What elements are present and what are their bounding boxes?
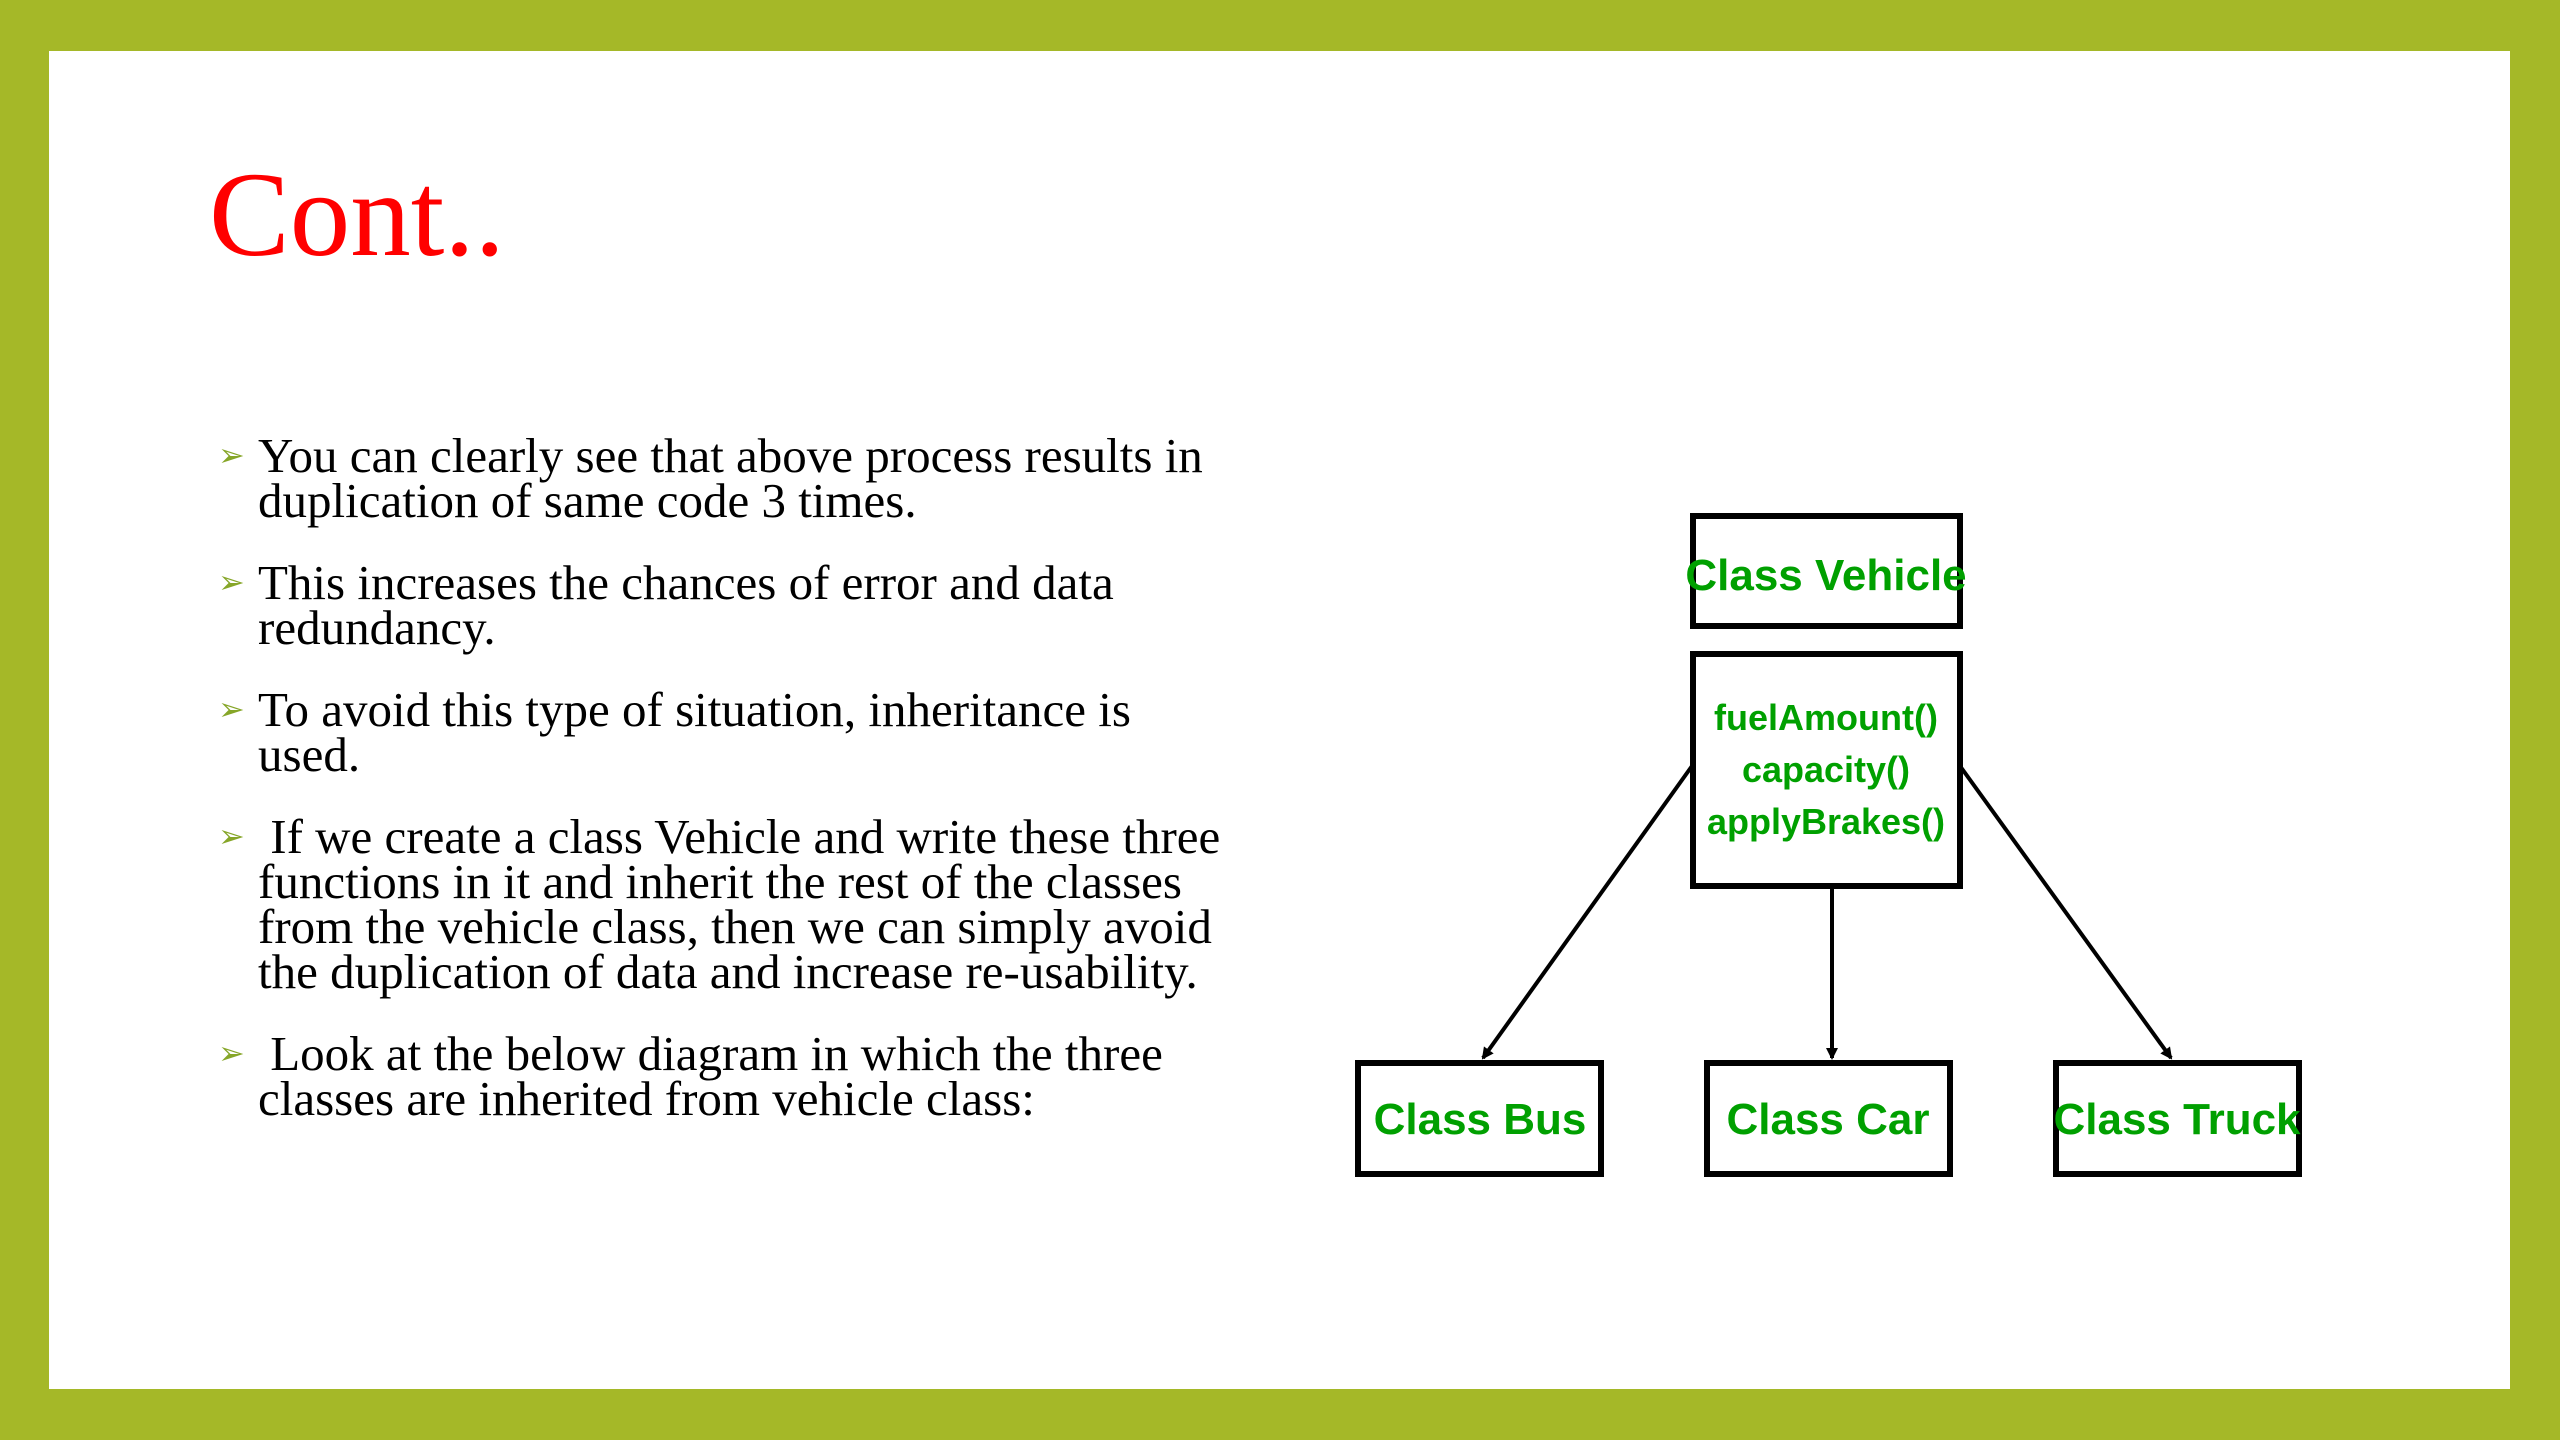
class-car-label: Class Car (1726, 1095, 1929, 1144)
arrow-to-bus (1481, 764, 1694, 1060)
bullet-text: If we create a class Vehicle and write t… (258, 809, 1233, 999)
bullet-text: You can clearly see that above process r… (258, 428, 1216, 528)
bullet-item: ➢ To avoid this type of situation, inher… (218, 685, 1228, 779)
bullet-item: ➢ You can clearly see that above process… (218, 431, 1228, 525)
class-vehicle-label: Class Vehicle (1685, 551, 1966, 600)
arrow-bullet-icon: ➢ (218, 690, 245, 728)
class-truck-label: Class Truck (2053, 1095, 2301, 1144)
method-label: capacity() (1742, 749, 1910, 790)
class-car-box: Class Car (1704, 1060, 1953, 1177)
method-label: applyBrakes() (1707, 801, 1945, 842)
bullet-text: Look at the below diagram in which the t… (258, 1026, 1176, 1126)
arrow-to-truck (1958, 764, 2173, 1060)
vehicle-methods-box: fuelAmount() capacity() applyBrakes() (1690, 651, 1963, 889)
class-bus-label: Class Bus (1374, 1095, 1587, 1144)
bullet-text: This increases the chances of error and … (258, 555, 1126, 655)
class-truck-box: Class Truck (2053, 1060, 2302, 1177)
method-label: fuelAmount() (1714, 697, 1938, 738)
bullet-item: ➢ This increases the chances of error an… (218, 558, 1228, 652)
arrow-bullet-icon: ➢ (218, 563, 245, 601)
bullet-item: ➢ Look at the below diagram in which the… (218, 1029, 1228, 1123)
arrow-bullet-icon: ➢ (218, 436, 245, 474)
arrow-bullet-icon: ➢ (218, 817, 245, 855)
bullet-text: To avoid this type of situation, inherit… (258, 682, 1144, 782)
bullet-item: ➢ If we create a class Vehicle and write… (218, 812, 1228, 996)
bullet-list: ➢ You can clearly see that above process… (218, 431, 1228, 1158)
class-bus-box: Class Bus (1355, 1060, 1604, 1177)
arrow-bullet-icon: ➢ (218, 1034, 245, 1072)
slide-title: Cont.. (209, 148, 505, 282)
class-vehicle-box: Class Vehicle (1685, 513, 1967, 629)
